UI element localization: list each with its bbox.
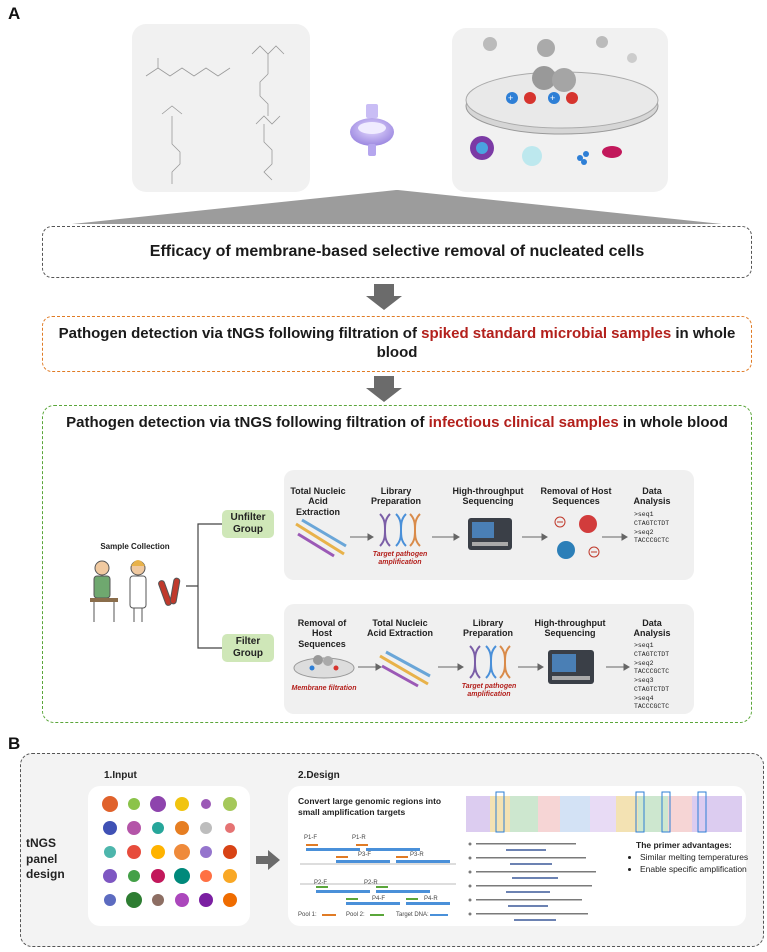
down-arrow-1 [365, 284, 403, 315]
membrane-illustration-panel: + + [452, 28, 668, 192]
panel-b-letter: B [8, 734, 21, 753]
seq-line: CTAGTCTDT [634, 685, 670, 693]
chemical-structures-panel [132, 24, 310, 192]
seq-line: >seq3 [634, 677, 654, 685]
filter-workflow-panel [284, 604, 694, 714]
primer-advantages-title: The primer advantages: [636, 840, 732, 850]
filter-sequence-list: >seq1 CTAGTCTDT >seq2 TACCCGCTC >seq3 CT… [634, 642, 669, 712]
seq-line: >seq2 [634, 528, 654, 536]
alignment-matrix-icon [466, 791, 742, 833]
primer-rules-graphic [466, 838, 616, 924]
primer-label: P2-F [314, 880, 328, 886]
filter-step-1-title: Removal of Host Sequences [297, 618, 347, 649]
spiked-title-part: in whole blood [376, 325, 736, 361]
filter-arrows [358, 660, 638, 678]
design-label: 2.Design [298, 770, 340, 781]
filter-step-5-title: Data Analysis [633, 618, 671, 639]
dna-extraction-icon [294, 514, 348, 560]
unfilter-arrows [350, 530, 640, 548]
group-bracket [186, 510, 222, 662]
advantage-item: Similar melting temperatures [640, 852, 748, 862]
legend-target-dna: Target DNA: [396, 912, 429, 918]
membrane-filtration-note: Membrane filtration [291, 685, 357, 692]
primer-label: P2-R [364, 880, 378, 886]
seq-line: >seq4 [634, 694, 654, 702]
primer-label: P1-R [352, 835, 366, 841]
host-removal-icon [548, 508, 608, 566]
legend-pool-1-swatch [322, 914, 336, 916]
spiked-title-part: Pathogen detection via tNGS following fi… [58, 325, 422, 343]
sample-collection-illustration [80, 556, 192, 626]
panel-a-letter: A [8, 4, 21, 23]
input-to-design-arrow [256, 850, 282, 875]
seq-line: CTAGTCTDT [634, 519, 670, 527]
unfilter-step-4-title: Removal of Host Sequences [540, 486, 612, 507]
filter-group-label: Filter Group [222, 634, 274, 662]
clinical-samples-title: Pathogen detection via tNGS following fi… [53, 414, 741, 433]
input-card [88, 786, 250, 926]
unfilter-step-5-title: Data Analysis [633, 486, 671, 507]
unfilter-step-2-title: Library Preparation [370, 486, 421, 507]
convert-title: Convert large genomic regions into small… [298, 796, 442, 817]
library-dna-icon [466, 644, 512, 680]
clinical-title-part: in whole blood [618, 414, 728, 431]
unfilter-target-amplification-note: Target pathogen amplification [372, 551, 428, 566]
membrane-filter-icon: + + [465, 36, 659, 166]
legend-pool-1: Pool 1: [298, 912, 317, 918]
legend-pool-2-swatch [370, 914, 384, 916]
primer-advantages-list: Similar melting temperatures Enable spec… [626, 850, 748, 876]
primer-label: P1-F [304, 835, 318, 841]
membrane-filtration-icon [292, 644, 356, 684]
clinical-samples-box: Pathogen detection via tNGS following fi… [42, 405, 752, 723]
efficacy-title: Efficacy of membrane-based selective rem… [149, 243, 645, 260]
unfilter-group-label: Unfilter Group [222, 510, 274, 538]
advantage-item: Enable specific amplification [640, 864, 748, 874]
primer-label: P3-R [410, 852, 424, 858]
seq-line: >seq1 [634, 642, 654, 649]
down-arrow-2 [365, 376, 403, 407]
spiked-samples-box: Pathogen detection via tNGS following fi… [42, 316, 752, 372]
unfilter-sequence-list: >seq1 CTAGTCTDT >seq2 TACCCGCTC [634, 511, 669, 546]
seq-line: TACCCGCTC [634, 668, 670, 676]
primer-label: P4-R [424, 896, 438, 902]
seq-line: >seq2 [634, 659, 654, 667]
efficacy-box: Efficacy of membrane-based selective rem… [42, 226, 752, 278]
input-label: 1.Input [104, 770, 137, 781]
sample-collection-label: Sample Collection [100, 542, 170, 551]
clinical-title-part: Pathogen detection via tNGS following fi… [66, 414, 429, 431]
funnel-shape [42, 190, 752, 224]
amplicon-diagram [296, 824, 460, 920]
dna-extraction-icon [378, 646, 432, 690]
primer-label: P3-F [358, 852, 372, 858]
filter-step-2-title: Total Nucleic Acid Extraction [366, 618, 433, 639]
primer-label: P4-F [372, 896, 386, 902]
microorganisms-grid-icon [102, 796, 237, 908]
seq-line: CTAGTCTDT [634, 650, 670, 658]
tngs-panel-design-label: tNGS panel design [26, 836, 65, 882]
legend-target-dna-swatch [430, 914, 448, 916]
filter-step-4-title: High-throughput Sequencing [534, 618, 606, 639]
spiked-samples-title: Pathogen detection via tNGS following fi… [43, 325, 751, 363]
seq-line: >seq1 [634, 511, 654, 518]
syringe-filter-icon [346, 100, 398, 160]
filter-step-3-title: Library Preparation [462, 618, 513, 639]
sequencer-icon [466, 514, 514, 554]
chemical-structures-icon [145, 45, 285, 184]
svg-text:+: + [508, 93, 513, 103]
doctor-patient-icon [90, 560, 181, 622]
sequencer-icon [546, 646, 596, 688]
legend-pool-2: Pool 2: [346, 912, 365, 918]
primer-rules-icon [468, 842, 596, 921]
library-dna-icon [376, 512, 422, 548]
spiked-title-highlight: spiked standard microbial samples [421, 325, 672, 343]
seq-line: TACCCGCTC [634, 537, 670, 545]
svg-text:+: + [550, 93, 555, 103]
unfilter-step-3-title: High-throughput Sequencing [452, 486, 524, 507]
unfilter-step-1-title: Total Nucleic Acid Extraction [290, 486, 346, 517]
filter-target-amplification-note: Target pathogen amplification [461, 683, 517, 698]
clinical-title-highlight: infectious clinical samples [428, 414, 619, 431]
seq-line: TACCCGCTC [634, 703, 670, 711]
amplicon-tiling-icon [300, 844, 456, 905]
sequence-alignment [466, 790, 742, 834]
